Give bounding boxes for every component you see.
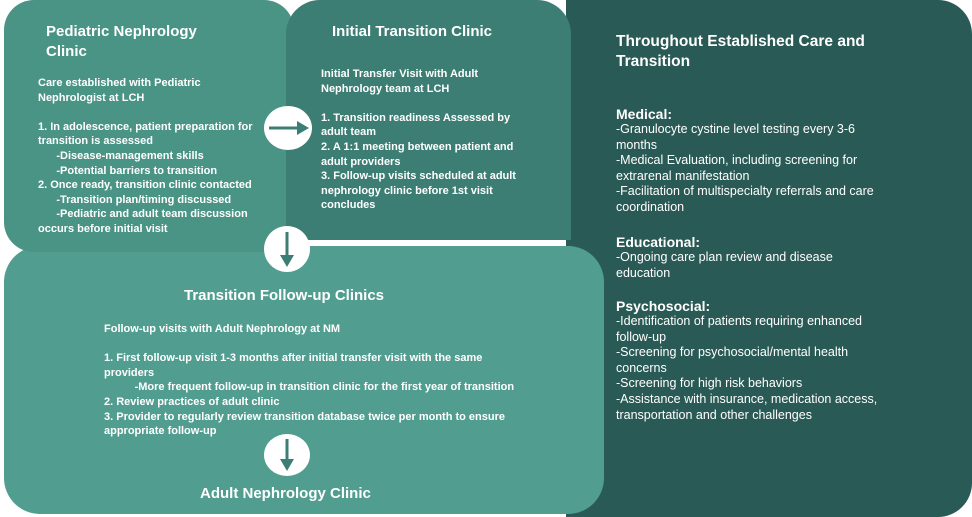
educational-heading: Educational:: [616, 234, 701, 250]
adult-clinic-title: Adult Nephrology Clinic: [200, 485, 371, 502]
arrow-down-icon: [264, 226, 310, 272]
arrow-right-icon: [264, 106, 312, 150]
followup-clinics-panel: Transition Follow-up Clinics Follow-up v…: [4, 246, 604, 514]
pediatric-title: Pediatric Nephrology Clinic: [46, 23, 197, 60]
arrow-down-icon: [264, 434, 310, 476]
followup-body: Follow-up visits with Adult Nephrology a…: [104, 323, 515, 438]
initial-body: Initial Transfer Visit with Adult Nephro…: [321, 68, 516, 212]
medical-body: -Granulocyte cystine level testing every…: [616, 122, 874, 214]
psychosocial-body: -Identification of patients requiring en…: [616, 314, 878, 422]
psychosocial-heading: Psychosocial:: [616, 298, 711, 314]
educational-body: -Ongoing care plan review and disease ed…: [616, 250, 833, 280]
initial-title: Initial Transition Clinic: [332, 23, 493, 40]
established-care-title: Throughout Established Care and Transiti…: [616, 33, 865, 70]
established-care-panel: Throughout Established Care and Transiti…: [566, 0, 972, 517]
followup-title: Transition Follow-up Clinics: [184, 287, 385, 304]
pediatric-nephrology-panel: Pediatric Nephrology Clinic Care establi…: [4, 0, 294, 252]
medical-heading: Medical:: [616, 106, 673, 122]
initial-transition-panel: Initial Transition Clinic Initial Transf…: [286, 0, 571, 240]
pediatric-body: Care established with Pediatric Nephrolo…: [38, 77, 253, 235]
